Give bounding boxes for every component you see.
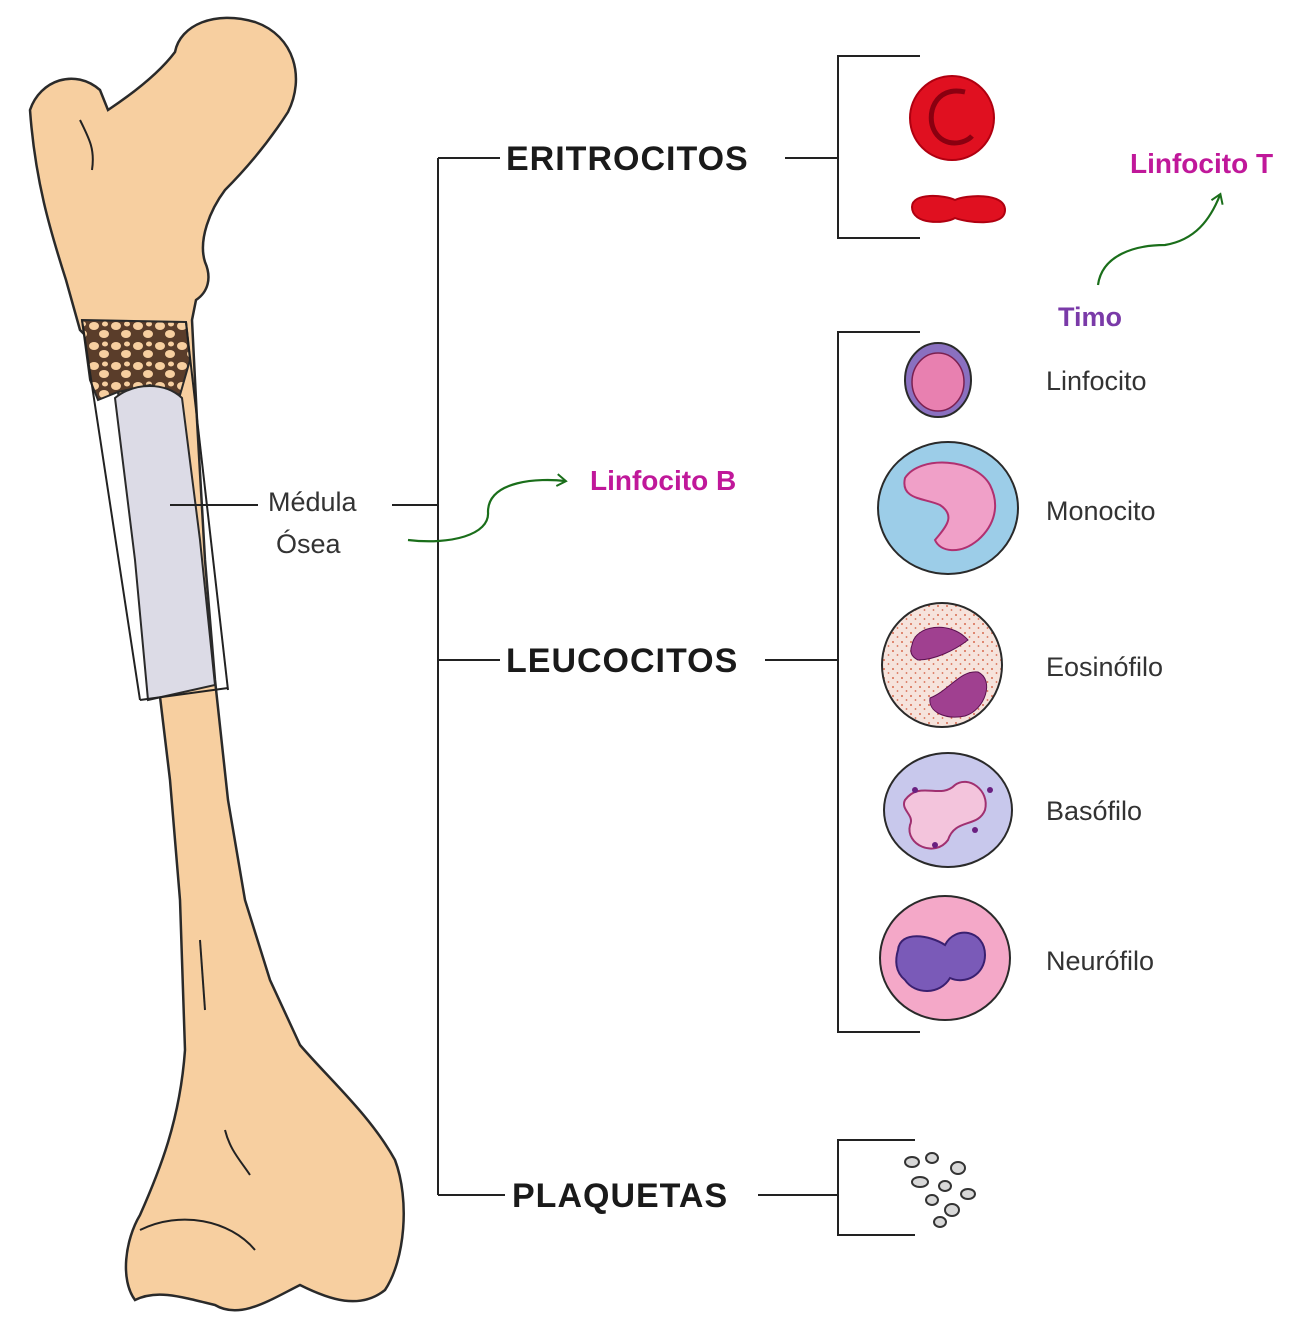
annotation-timo: Timo (1058, 302, 1122, 332)
arrow-to-linfocito-b (408, 480, 565, 541)
annotation-linfocito-b: Linfocito B (590, 465, 736, 496)
category-erythrocytes: ERITROCITOS (506, 140, 749, 178)
annotation-linfocito-t: Linfocito T (1130, 148, 1273, 179)
arrow-to-linfocito-t (1098, 195, 1220, 285)
label-neurofilo: Neurófilo (1046, 946, 1154, 976)
marrow-label-line1: Médula (268, 487, 358, 517)
neutrophil-cell (880, 896, 1010, 1020)
red-blood-cell-front (910, 76, 994, 160)
femur-outline (30, 18, 404, 1310)
label-basofilo: Basófilo (1046, 796, 1142, 826)
bone-marrow-cavity (115, 386, 215, 700)
category-platelets: PLAQUETAS (512, 1177, 728, 1215)
red-blood-cell-side (912, 196, 1005, 222)
category-leukocytes: LEUCOCITOS (506, 642, 738, 680)
lymphocyte-cell (905, 343, 971, 417)
erythrocyte-cells (910, 76, 1005, 222)
erythrocytes-bracket (838, 56, 920, 238)
basophil-cell (884, 753, 1012, 867)
marrow-label-line2: Ósea (276, 528, 342, 559)
label-monocito: Monocito (1046, 496, 1156, 526)
femur-bone (30, 18, 404, 1310)
platelet-cells (905, 1153, 975, 1227)
monocyte-cell (878, 442, 1018, 574)
label-eosinofilo: Eosinófilo (1046, 652, 1163, 682)
label-linfocito: Linfocito (1046, 366, 1147, 396)
eosinophil-cell (882, 603, 1002, 727)
platelets-bracket (838, 1140, 915, 1235)
